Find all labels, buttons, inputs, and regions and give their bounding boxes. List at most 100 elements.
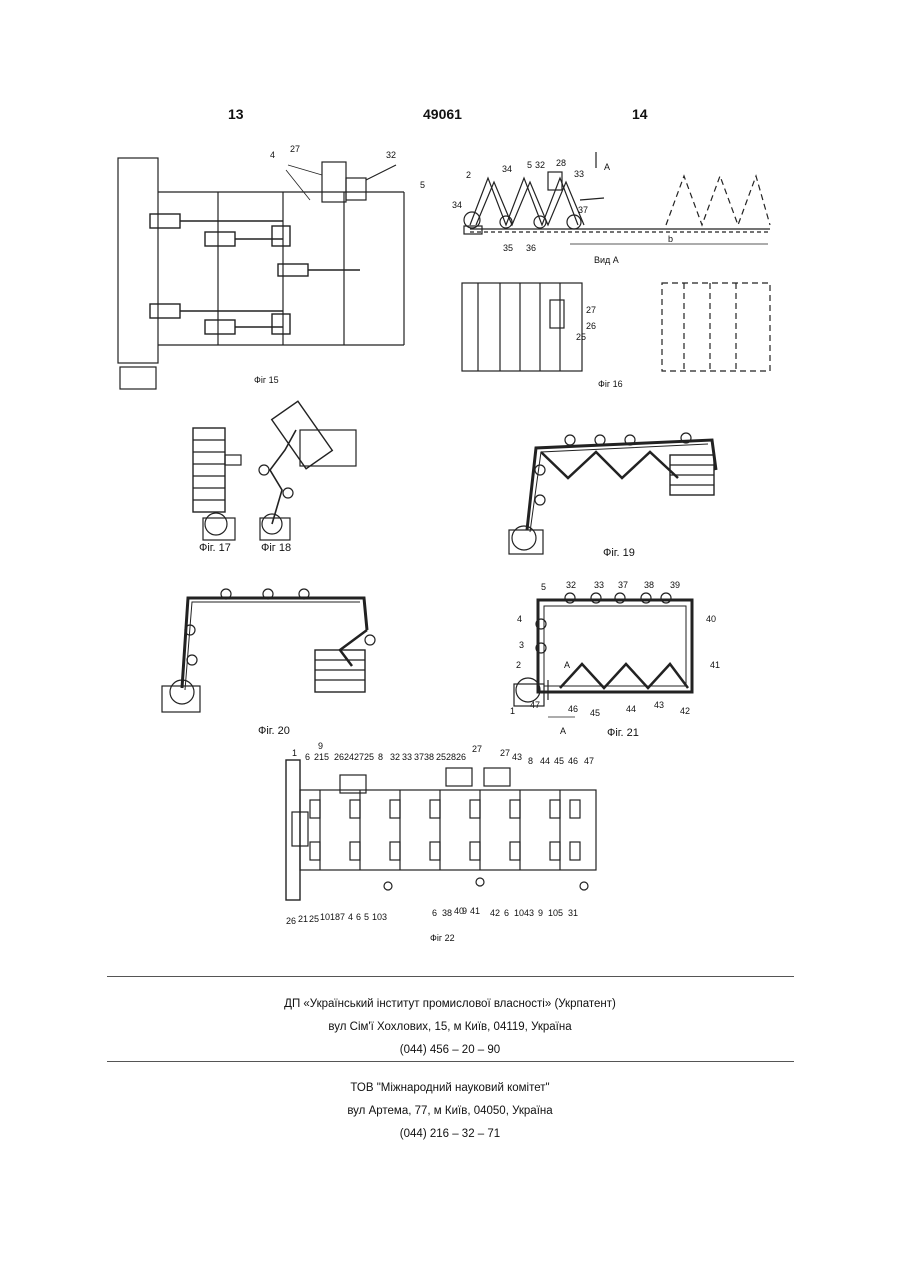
svg-text:43: 43 — [654, 700, 664, 710]
svg-text:33: 33 — [594, 580, 604, 590]
svg-text:6: 6 — [504, 908, 509, 918]
svg-text:9: 9 — [462, 906, 467, 916]
org2-address: вул Артема, 77, м Київ, 04050, Україна — [0, 1100, 900, 1123]
svg-text:46: 46 — [568, 704, 578, 714]
svg-text:27: 27 — [354, 752, 364, 762]
svg-text:44: 44 — [540, 756, 550, 766]
svg-text:38: 38 — [424, 752, 434, 762]
svg-text:10: 10 — [372, 912, 382, 922]
svg-text:46: 46 — [568, 756, 578, 766]
org1-name: ДП «Український інститут промислової вла… — [0, 993, 900, 1016]
footer-divider-top — [107, 976, 794, 977]
svg-text:4: 4 — [348, 912, 353, 922]
svg-text:10: 10 — [514, 908, 524, 918]
svg-text:47: 47 — [584, 756, 594, 766]
svg-text:28: 28 — [446, 752, 456, 762]
svg-text:34: 34 — [502, 164, 512, 174]
svg-text:37: 37 — [578, 205, 588, 215]
svg-text:3: 3 — [519, 640, 524, 650]
svg-text:2: 2 — [516, 660, 521, 670]
svg-text:8: 8 — [528, 756, 533, 766]
svg-text:b: b — [668, 234, 673, 244]
svg-text:45: 45 — [554, 756, 564, 766]
fig21-drawing — [514, 593, 692, 717]
fig18-caption: Фіг 18 — [261, 542, 291, 554]
fig22-caption: Фіг 22 — [430, 933, 455, 943]
fig19-caption: Фіг. 19 — [603, 547, 635, 559]
svg-text:47: 47 — [530, 700, 540, 710]
svg-text:33: 33 — [574, 169, 584, 179]
svg-text:37: 37 — [618, 580, 628, 590]
svg-text:A: A — [564, 660, 570, 670]
svg-text:32: 32 — [390, 752, 400, 762]
fig15-drawing — [118, 158, 404, 389]
svg-text:38: 38 — [442, 908, 452, 918]
svg-text:33: 33 — [402, 752, 412, 762]
svg-text:36: 36 — [526, 243, 536, 253]
org2-phone: (044) 216 – 32 – 71 — [0, 1123, 900, 1146]
svg-text:26: 26 — [586, 321, 596, 331]
svg-text:38: 38 — [644, 580, 654, 590]
fig16-view-label: Вид А — [594, 255, 619, 265]
svg-text:32: 32 — [535, 160, 545, 170]
svg-text:28: 28 — [556, 158, 566, 168]
svg-text:39: 39 — [670, 580, 680, 590]
svg-text:27: 27 — [472, 744, 482, 754]
svg-text:27: 27 — [500, 748, 510, 758]
svg-text:25: 25 — [576, 332, 586, 342]
fig18-drawing — [259, 401, 356, 540]
fig17-caption: Фіг. 17 — [199, 542, 231, 554]
svg-text:44: 44 — [626, 704, 636, 714]
fig16-caption: Фіг 16 — [598, 379, 623, 389]
fig20-drawing — [162, 589, 375, 712]
svg-text:7: 7 — [340, 912, 345, 922]
svg-text:43: 43 — [512, 752, 522, 762]
svg-text:26: 26 — [286, 916, 296, 926]
svg-text:43: 43 — [524, 908, 534, 918]
svg-text:5: 5 — [558, 908, 563, 918]
svg-text:A: A — [560, 726, 566, 736]
svg-text:25: 25 — [364, 752, 374, 762]
footer-org1: ДП «Український інститут промислової вла… — [0, 993, 900, 1062]
fig19-drawing — [509, 433, 716, 554]
svg-text:26: 26 — [456, 752, 466, 762]
svg-text:21: 21 — [314, 752, 324, 762]
svg-text:8: 8 — [378, 752, 383, 762]
svg-text:27: 27 — [290, 144, 300, 154]
svg-text:9: 9 — [318, 741, 323, 751]
svg-text:5: 5 — [527, 160, 532, 170]
svg-text:A: A — [604, 162, 610, 172]
fig20-caption: Фіг. 20 — [258, 725, 290, 737]
svg-text:5: 5 — [364, 912, 369, 922]
svg-text:27: 27 — [586, 305, 596, 315]
svg-text:42: 42 — [680, 706, 690, 716]
svg-text:5: 5 — [541, 582, 546, 592]
fig15-labels: 4 27 32 5 — [270, 144, 425, 190]
org2-name: ТОВ "Міжнародний науковий комітет" — [0, 1077, 900, 1100]
fig17-drawing — [193, 428, 241, 540]
svg-text:45: 45 — [590, 708, 600, 718]
svg-text:37: 37 — [414, 752, 424, 762]
svg-text:32: 32 — [386, 150, 396, 160]
svg-text:1: 1 — [292, 748, 297, 758]
footer-org2: ТОВ "Міжнародний науковий комітет" вул А… — [0, 1077, 900, 1146]
org1-address: вул Сім'ї Хохлових, 15, м Київ, 04119, У… — [0, 1016, 900, 1039]
svg-text:18: 18 — [330, 912, 340, 922]
svg-text:6: 6 — [305, 752, 310, 762]
svg-text:25: 25 — [309, 914, 319, 924]
footer-divider-middle — [107, 1061, 794, 1062]
fig22-drawing — [286, 760, 596, 900]
fig21-labels: 5 32 33 37 38 39 40 4 3 2 41 1 47 46 45 … — [510, 580, 720, 736]
fig21-caption: Фіг. 21 — [607, 727, 639, 739]
svg-text:9: 9 — [538, 908, 543, 918]
svg-text:1: 1 — [510, 706, 515, 716]
svg-text:34: 34 — [452, 200, 462, 210]
svg-text:5: 5 — [420, 180, 425, 190]
svg-text:4: 4 — [270, 150, 275, 160]
svg-text:2: 2 — [466, 170, 471, 180]
svg-text:40: 40 — [706, 614, 716, 624]
svg-text:25: 25 — [436, 752, 446, 762]
svg-text:3: 3 — [382, 912, 387, 922]
svg-text:35: 35 — [503, 243, 513, 253]
svg-text:4: 4 — [517, 614, 522, 624]
